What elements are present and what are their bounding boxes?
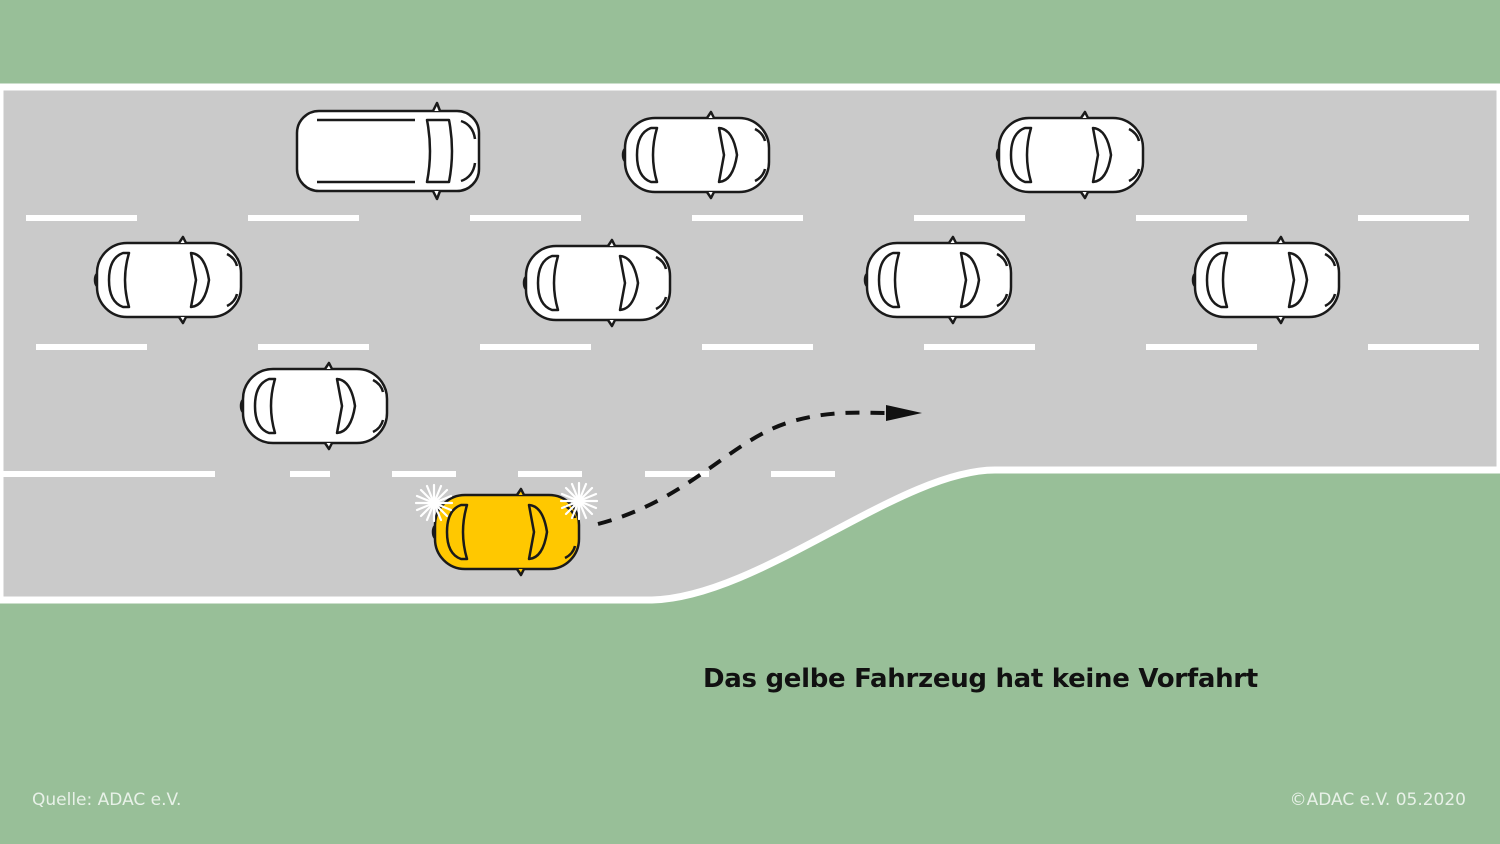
dashed-arrow-icon [597, 405, 922, 526]
car-icon [995, 110, 1145, 200]
car-icon [93, 235, 243, 325]
car-icon [1191, 235, 1341, 325]
car-icon [239, 361, 389, 451]
car-icon [522, 238, 672, 328]
source-label: Quelle: ADAC e.V. [32, 790, 182, 810]
road-surface [0, 83, 1500, 604]
flashing-indicator-icon [414, 483, 454, 523]
car-icon [863, 235, 1013, 325]
car-icon [621, 110, 771, 200]
merging-car-icon [431, 487, 581, 577]
lane-markings [0, 215, 1479, 477]
caption: Das gelbe Fahrzeug hat keine Vorfahrt [703, 664, 1258, 694]
copyright-label: ©ADAC e.V. 05.2020 [1289, 790, 1466, 810]
van-icon [295, 101, 481, 201]
flashing-indicator-icon [559, 481, 599, 521]
